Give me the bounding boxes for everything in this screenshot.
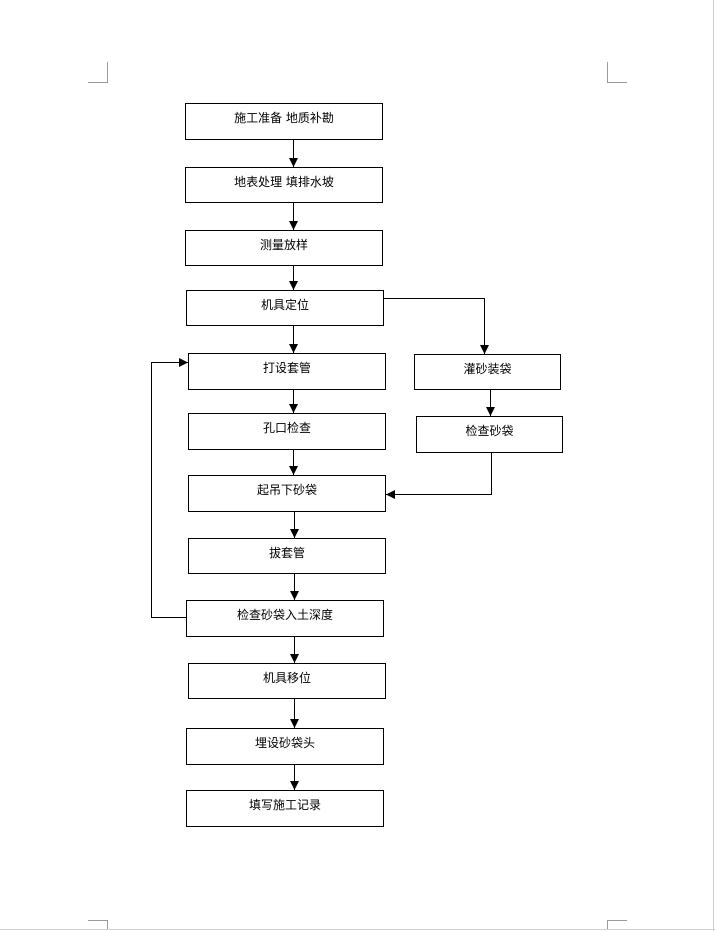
crop-mark-top-right <box>607 62 627 83</box>
step-machine-relocation: 机具移位 <box>188 663 386 699</box>
crop-mark-bottom-left <box>88 920 108 929</box>
step-site-prep: 施工准备 地质补勘 <box>185 103 383 140</box>
branch-check-sand-bag: 检查砂袋 <box>416 416 563 453</box>
crop-mark-top-left <box>88 62 108 83</box>
step-pull-casing: 拔套管 <box>188 538 386 574</box>
branch-fill-sand-bag: 灌砂装袋 <box>414 354 561 390</box>
step-drive-casing: 打设套管 <box>188 353 386 390</box>
step-check-bag-depth: 检查砂袋入土深度 <box>186 600 384 637</box>
step-machine-positioning: 机具定位 <box>186 290 384 326</box>
crop-mark-bottom-right <box>607 920 627 929</box>
arrow-check-bag-to-lower-bag <box>386 453 492 499</box>
step-hole-inspection: 孔口检查 <box>188 413 386 450</box>
arrow-depth-check-loop-to-casing <box>151 358 188 618</box>
step-fill-record: 填写施工记录 <box>186 790 384 827</box>
step-surface-treatment: 地表处理 填排水坡 <box>185 167 383 203</box>
step-survey-layout: 测量放样 <box>185 230 383 266</box>
arrow-positioning-to-fill-bag <box>384 298 489 354</box>
step-bury-bag-head: 埋设砂袋头 <box>186 728 384 765</box>
step-lower-sand-bag: 起吊下砂袋 <box>188 475 386 512</box>
